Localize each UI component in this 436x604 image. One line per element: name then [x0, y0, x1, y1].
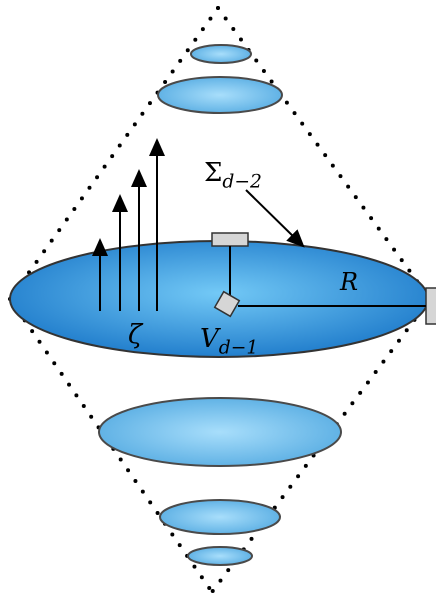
sigma-symbol: Σ	[204, 158, 223, 188]
volume-label: Vd−1	[200, 326, 258, 358]
volume-subscript: d−1	[218, 337, 259, 359]
cone-edge-upper-right	[216, 6, 432, 301]
lower-disk-medium	[159, 499, 281, 535]
time-arrows	[92, 138, 165, 311]
lower-disk-large	[98, 397, 342, 467]
radius-symbol: R	[340, 268, 359, 296]
top-disk-medium	[157, 76, 283, 114]
sigma-subscript: d−2	[222, 171, 262, 193]
boundary-box-right	[425, 287, 436, 325]
sigma-label: Σd−2	[204, 160, 262, 192]
sigma-pointer	[245, 189, 305, 248]
boundary-box-top	[211, 232, 249, 247]
volume-box	[213, 290, 241, 318]
zeta-symbol: ζ	[128, 320, 143, 350]
zeta-label: ζ	[128, 322, 142, 348]
top-disk-small	[190, 44, 252, 64]
volume-symbol: V	[200, 324, 219, 354]
lower-disk-small	[187, 546, 253, 566]
cone-edge-upper-left	[8, 6, 220, 301]
radius-label: R	[340, 270, 358, 294]
